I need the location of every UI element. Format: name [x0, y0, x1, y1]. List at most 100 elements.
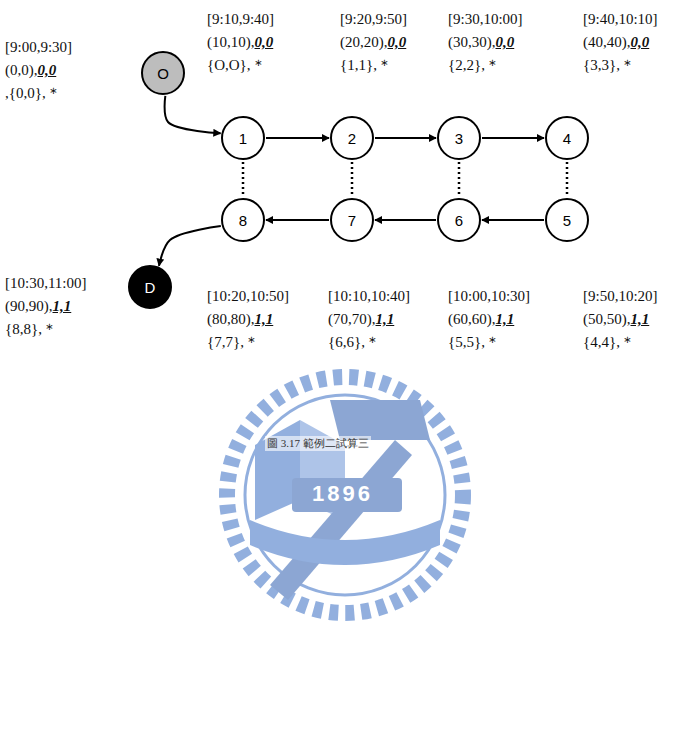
node-label: D [145, 280, 156, 295]
annotation-line: (90,90),1,1 [5, 295, 87, 318]
label-value: (60,60), [448, 311, 496, 327]
label-value: {O,O},＊ [207, 57, 266, 73]
node-label: 8 [239, 213, 247, 228]
node-label: 3 [455, 131, 463, 146]
flow-arrow [266, 137, 329, 139]
dotted-link [242, 162, 245, 196]
building-block [330, 400, 430, 440]
label-value: (90,90), [5, 298, 53, 314]
annotation-line: (10,10),0,0 [207, 31, 274, 54]
node-annotation: [9:40,10:10](40,40),0,0{3,3},＊ [583, 8, 658, 77]
time-window: [9:00,9:30] [5, 39, 72, 55]
label-value: (20,20), [340, 34, 388, 50]
state-flag: 1,1 [255, 311, 274, 327]
label-value: (30,30), [448, 34, 496, 50]
inner-ring [245, 395, 445, 595]
gear-ring [227, 377, 463, 613]
label-value: {1,1},＊ [340, 57, 392, 73]
annotation-line: (70,70),1,1 [328, 308, 410, 331]
node-label: 7 [348, 213, 356, 228]
figure-caption: 圖 3.17 範例二試算三 [265, 436, 371, 451]
watermark-year: 1896 [312, 481, 373, 507]
destination-node: D [128, 265, 172, 309]
node-annotation: [10:00,10:30] (60,60),1,1 {5,5},＊ [448, 285, 530, 354]
node-annotation: [10:30,11:00] (90,90),1,1 {8,8},＊ [5, 272, 87, 341]
state-flag: 0,0 [631, 34, 650, 50]
state-flag: 0,0 [388, 34, 407, 50]
label-value: (80,80), [207, 311, 255, 327]
annotation-line: {6,6},＊ [328, 331, 410, 354]
time-window: [9:40,10:10] [583, 11, 658, 27]
time-window: [10:30,11:00] [5, 275, 87, 291]
stage-node: 1 [221, 116, 265, 160]
node-annotation: [9:00,9:30](0,0),0,0,{0,0},＊ [5, 36, 72, 105]
state-flag: 1,1 [631, 311, 650, 327]
annotation-line: {2,2},＊ [448, 54, 523, 77]
annotation-line: [9:00,9:30] [5, 36, 72, 59]
annotation-line: (50,50),1,1 [583, 308, 658, 331]
annotation-line: {3,3},＊ [583, 54, 658, 77]
state-flag: 1,1 [496, 311, 515, 327]
stage-node: 3 [437, 116, 481, 160]
state-flag: 0,0 [496, 34, 515, 50]
annotation-line: {4,4},＊ [583, 331, 658, 354]
dotted-link [458, 162, 461, 196]
time-window: [9:30,10:00] [448, 11, 523, 27]
flow-arrow [165, 96, 221, 133]
dotted-link [351, 162, 354, 196]
label-value: (40,40), [583, 34, 631, 50]
label-value: (50,50), [583, 311, 631, 327]
emblem [227, 377, 463, 613]
time-window: [10:10,10:40] [328, 288, 410, 304]
label-value: {8,8},＊ [5, 321, 57, 337]
annotation-line: ,{0,0},＊ [5, 82, 72, 105]
label-value: (10,10), [207, 34, 255, 50]
annotation-line: (0,0),0,0 [5, 59, 72, 82]
flow-arrow [482, 137, 544, 139]
node-label: 6 [455, 213, 463, 228]
label-value: {6,6},＊ [328, 334, 380, 350]
annotation-line: [9:30,10:00] [448, 8, 523, 31]
annotation-line: [10:30,11:00] [5, 272, 87, 295]
stage-node: 8 [221, 198, 265, 242]
node-label: O [157, 66, 169, 81]
stage-node: 2 [330, 116, 374, 160]
annotation-line: {7,7},＊ [207, 331, 289, 354]
stage-node: 4 [545, 116, 589, 160]
dotted-link [566, 162, 569, 196]
stage-node: 7 [330, 198, 374, 242]
annotation-line: [9:10,9:40] [207, 8, 274, 31]
year-band [292, 478, 402, 512]
label-value: {5,5},＊ [448, 334, 500, 350]
node-label: 5 [563, 213, 571, 228]
time-window: [10:20,10:50] [207, 288, 289, 304]
annotation-line: [9:20,9:50] [340, 8, 407, 31]
flow-arrow [375, 137, 436, 139]
ship-hull [250, 520, 440, 565]
annotation-line: {5,5},＊ [448, 331, 530, 354]
label-value: (0,0), [5, 62, 38, 78]
time-window: [9:50,10:20] [583, 288, 658, 304]
annotation-line: [10:00,10:30] [448, 285, 530, 308]
diagonal-band [270, 440, 412, 600]
time-window: [9:10,9:40] [207, 11, 274, 27]
annotation-line: {1,1},＊ [340, 54, 407, 77]
state-flag: 0,0 [38, 62, 57, 78]
annotation-line: [10:20,10:50] [207, 285, 289, 308]
annotation-line: (40,40),0,0 [583, 31, 658, 54]
annotation-line: [10:10,10:40] [328, 285, 410, 308]
annotation-line: {O,O},＊ [207, 54, 274, 77]
time-window: [10:00,10:30] [448, 288, 530, 304]
node-annotation: [9:20,9:50] (20,20),0,0 {1,1},＊ [340, 8, 407, 77]
label-value: {2,2},＊ [448, 57, 500, 73]
state-flag: 0,0 [255, 34, 274, 50]
flow-arrow [375, 219, 436, 221]
label-value: {4,4},＊ [583, 334, 635, 350]
flow-arrow [159, 226, 221, 266]
node-annotation: [9:50,10:20] (50,50),1,1 {4,4},＊ [583, 285, 658, 354]
label-value: {7,7},＊ [207, 334, 259, 350]
annotation-line: (30,30),0,0 [448, 31, 523, 54]
state-flag: 1,1 [53, 298, 72, 314]
node-annotation: [9:10,9:40] (10,10),0,0 {O,O},＊ [207, 8, 274, 77]
